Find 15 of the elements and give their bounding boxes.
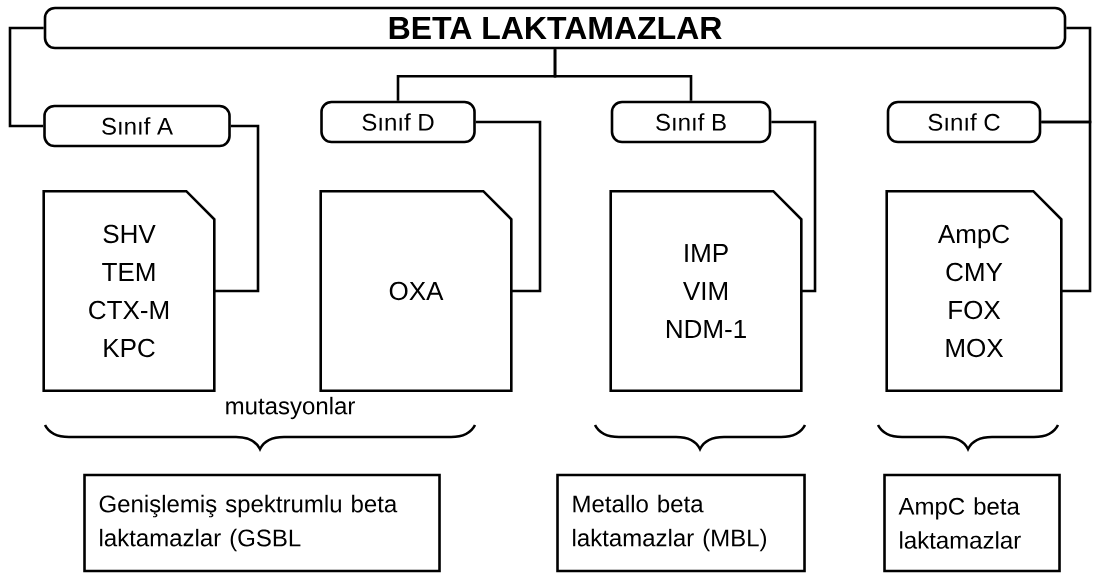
- result-box: AmpC beta laktamazlar: [883, 473, 1061, 573]
- class-box: Sınıf D: [320, 100, 476, 144]
- class-box: Sınıf C: [886, 100, 1042, 144]
- class-box: Sınıf B: [610, 100, 772, 144]
- connector-line: [771, 120, 817, 293]
- result-box: Metallo beta laktamazlar (MBL): [556, 473, 806, 573]
- connector-line: [8, 26, 44, 128]
- connector-line: [214, 124, 260, 293]
- result-box: Genişlemiş spektrumlu beta laktamazlar (GSBL: [83, 473, 441, 573]
- connector-line: [553, 49, 693, 101]
- title-box: BETA LAKTAMAZLAR: [43, 6, 1067, 50]
- connector-line: [1041, 120, 1092, 293]
- brace-label: mutasyonlar: [226, 396, 355, 420]
- connector-line: [475, 120, 542, 293]
- class-box: Sınıf A: [43, 104, 231, 148]
